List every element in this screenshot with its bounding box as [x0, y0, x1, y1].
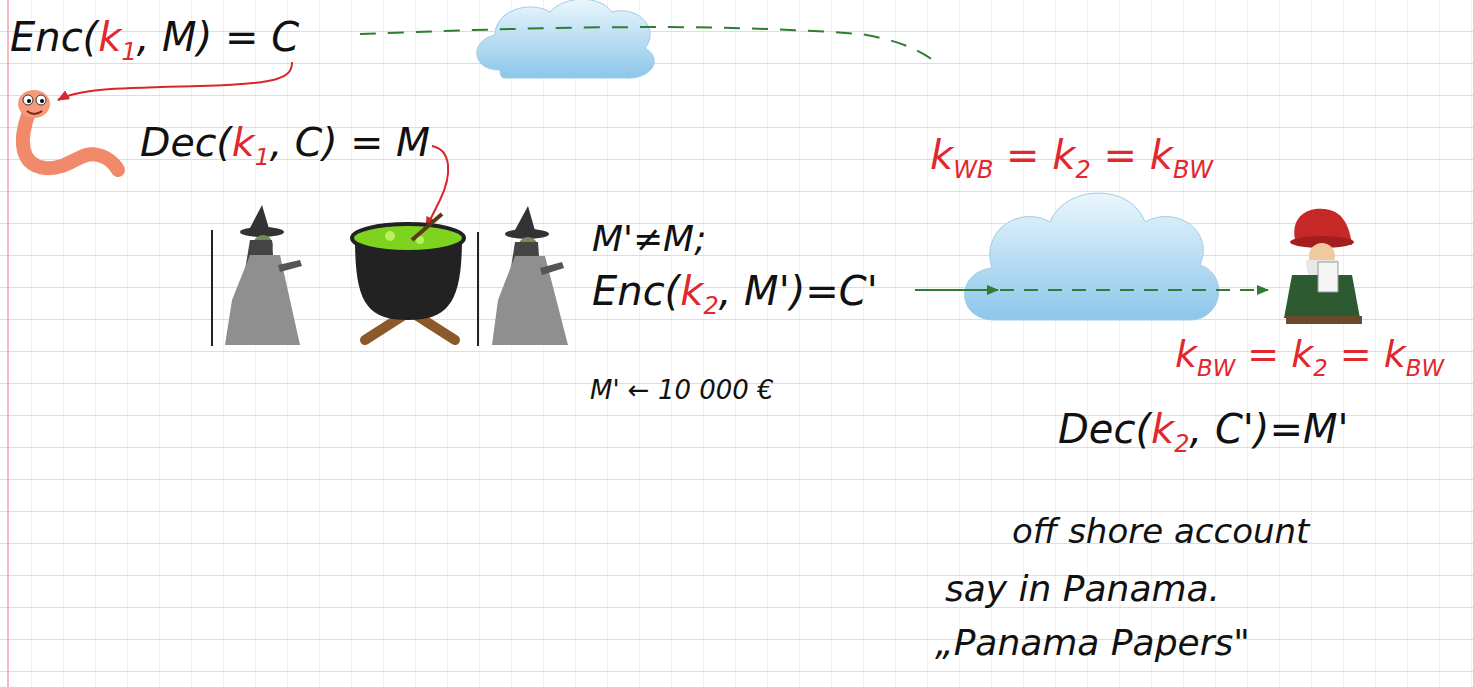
channel-arrow — [1000, 289, 1268, 291]
bar — [211, 230, 213, 346]
channel-arrow — [915, 289, 998, 291]
witch — [492, 206, 568, 345]
leader-arrow — [58, 62, 292, 100]
cauldron — [352, 214, 464, 340]
bar — [477, 232, 479, 346]
witch — [225, 205, 302, 345]
note-text: kWB = k2 = kBW — [930, 132, 1213, 185]
note-text: M' ← 10 000 € — [590, 376, 774, 406]
cloud — [477, 0, 654, 78]
note-text: Dec(k1, C) = M — [140, 120, 430, 171]
cloud — [965, 193, 1219, 320]
margin-line — [7, 0, 9, 687]
note-text: off shore account — [1012, 512, 1309, 551]
worm — [18, 90, 118, 170]
note-text: M'≠M; — [592, 218, 706, 259]
note-text: say in Panama. — [945, 568, 1220, 609]
note-text: Dec(k2, C')=M' — [1058, 406, 1348, 459]
channel-line — [360, 27, 940, 66]
note-text: kBW = k2 = kBW — [1175, 333, 1444, 381]
note-text: Enc(k2, M')=C' — [592, 268, 878, 321]
gnome — [1284, 209, 1362, 324]
note-text: „Panama Papers" — [935, 622, 1250, 663]
note-text: Enc(k1, M) = C — [10, 14, 299, 67]
